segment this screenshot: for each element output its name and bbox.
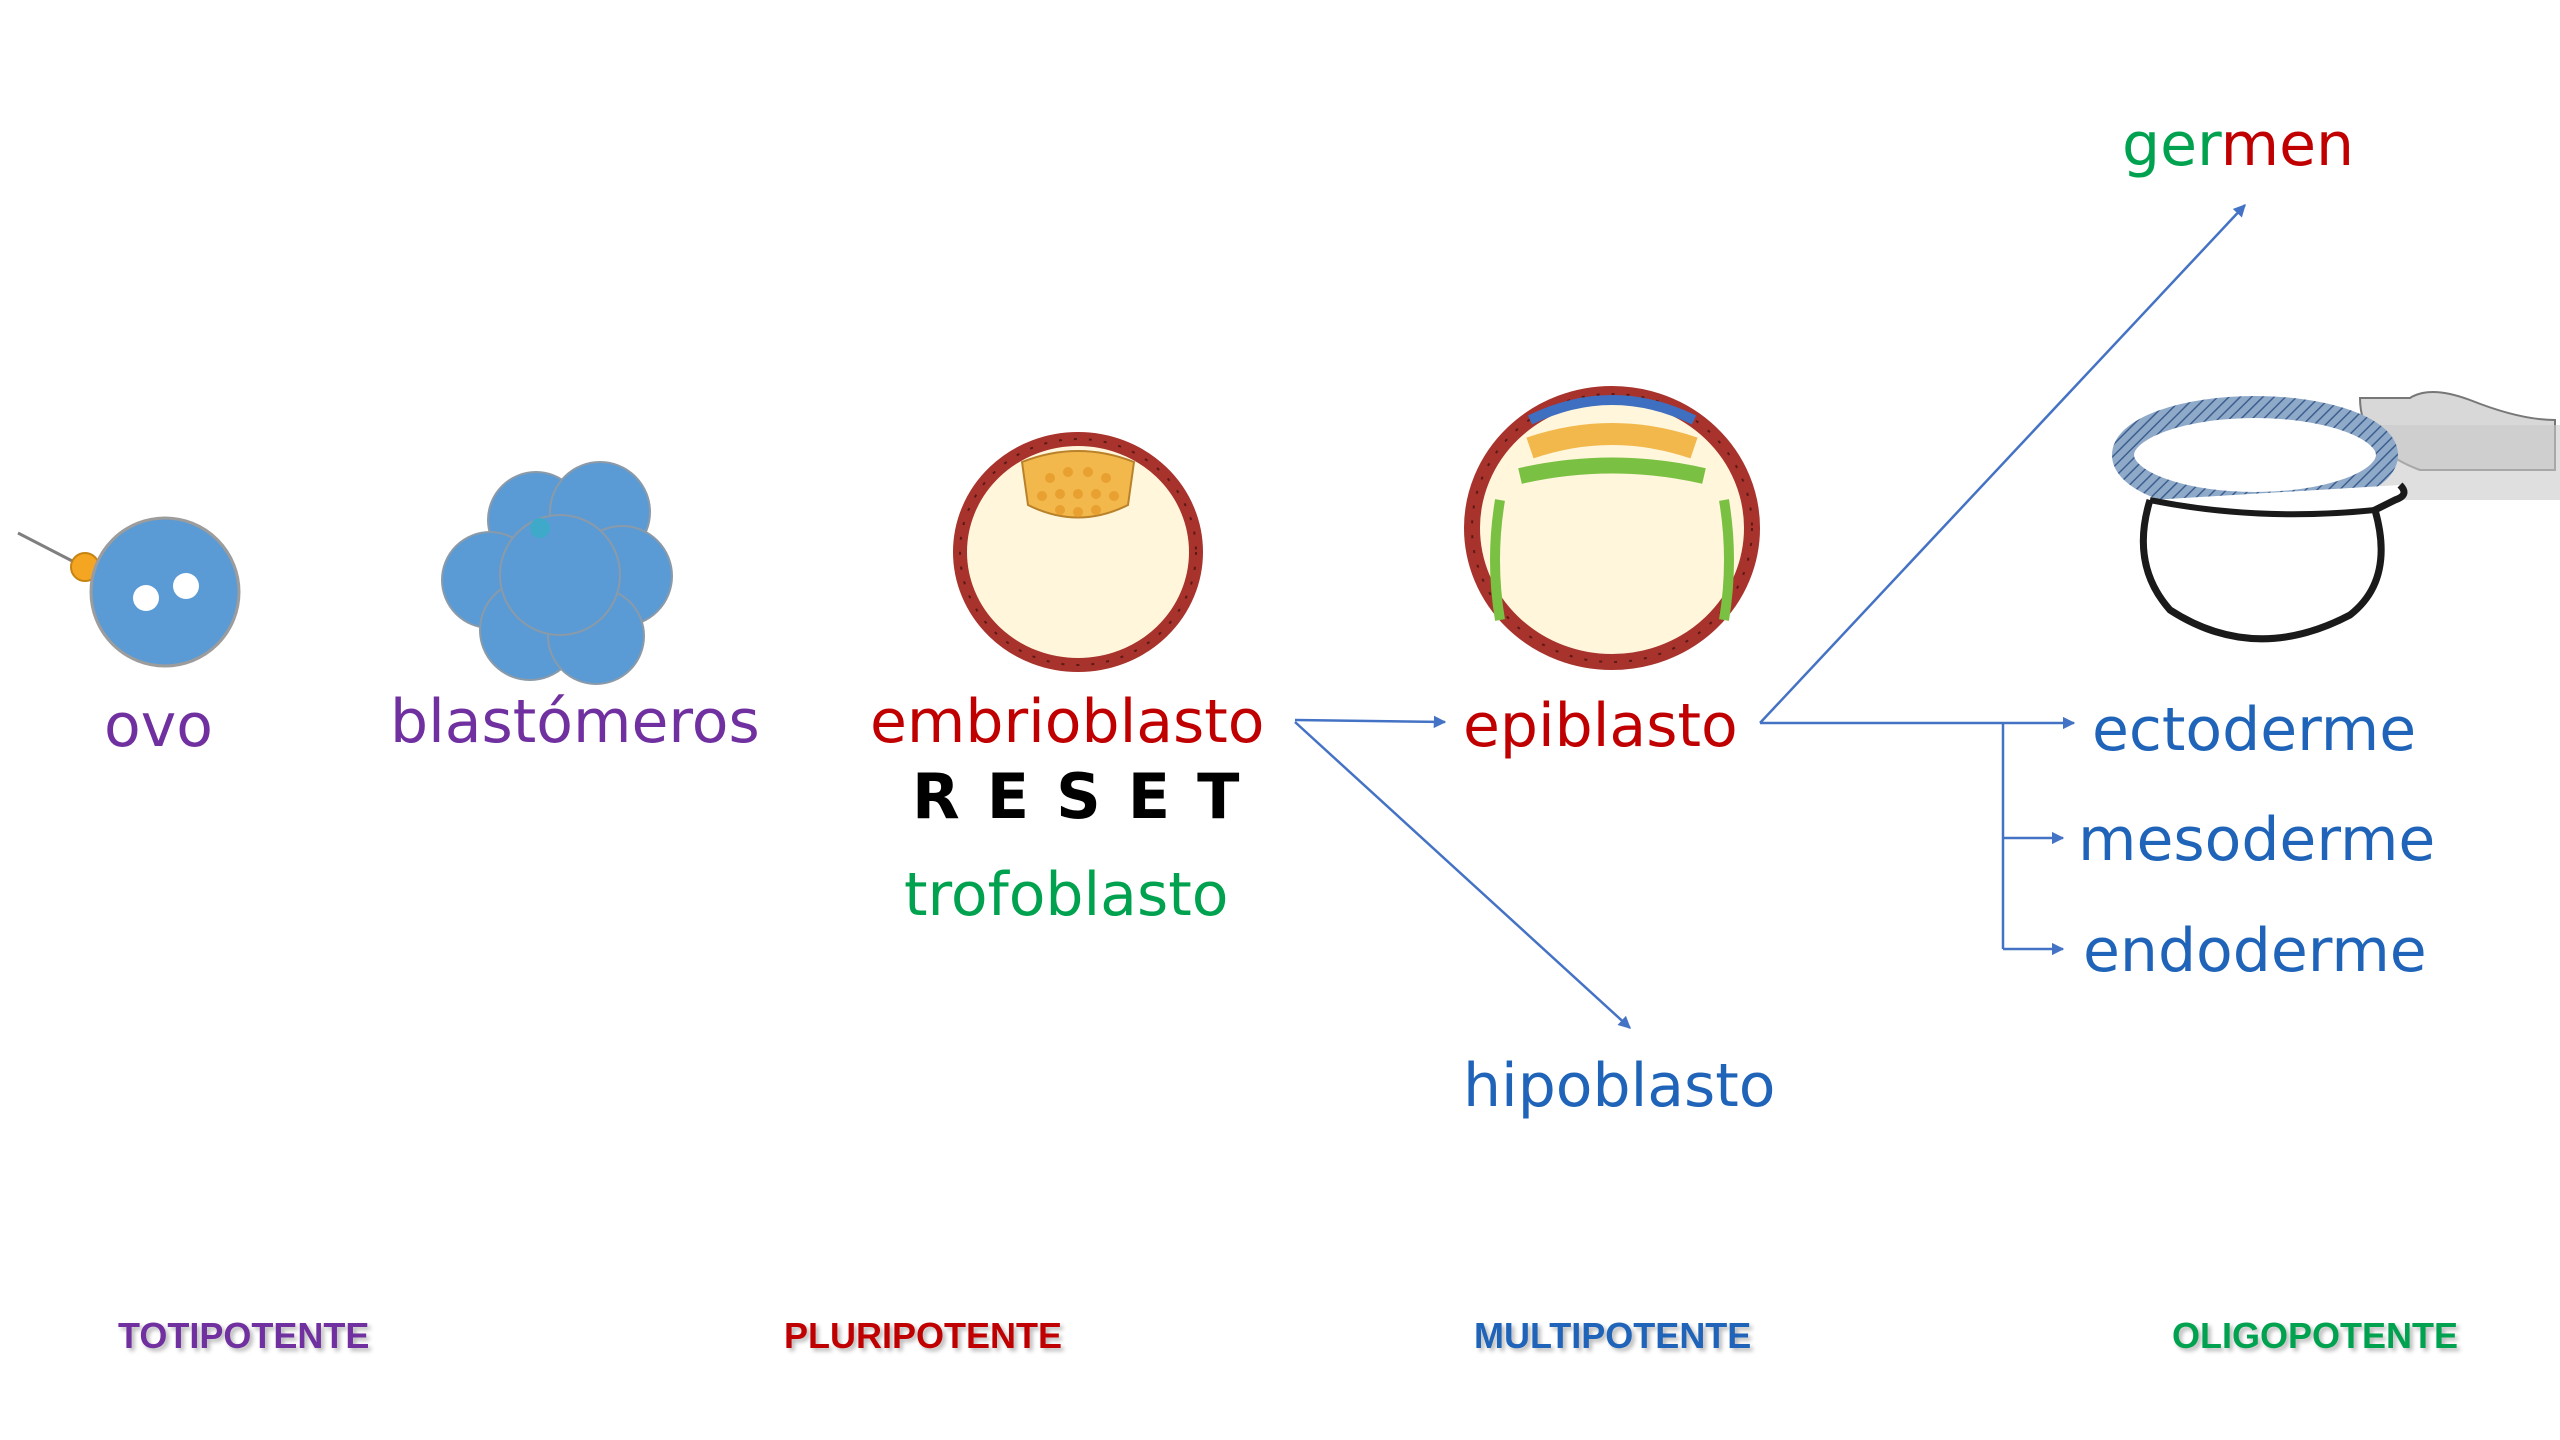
lineage-arrows xyxy=(1294,204,2246,1029)
label-hipoblasto: hipoblasto xyxy=(1463,1051,1776,1121)
label-embrioblasto: embrioblasto xyxy=(870,687,1265,757)
arrow-epiblasto-to-germen xyxy=(1759,204,2246,724)
label-germen: germen xyxy=(2122,115,2354,175)
label-ovo: ovo xyxy=(104,691,213,761)
label-blastomeros: blastómeros xyxy=(390,687,760,757)
arrow-embrioblasto-to-epiblasto xyxy=(1294,715,1447,729)
potency-multipotente: MULTIPOTENTE xyxy=(1474,1315,1752,1356)
gastrula-section-icon xyxy=(2112,390,2560,643)
label-mesoderme: mesoderme xyxy=(2078,805,2436,875)
label-germen-part1: ger xyxy=(2122,110,2221,180)
label-germen-part2: men xyxy=(2220,110,2355,180)
morula-icon xyxy=(441,461,673,685)
label-endoderme: endoderme xyxy=(2083,916,2427,986)
bilaminar-embryo-icon xyxy=(1464,386,1760,670)
blastocyst-icon xyxy=(953,432,1203,672)
egg-cell-icon xyxy=(17,516,241,668)
potency-oligopotente: OLIGOPOTENTE xyxy=(2172,1315,2459,1356)
potency-pluripotente: PLURIPOTENTE xyxy=(784,1315,1063,1356)
label-ectoderme: ectoderme xyxy=(2092,695,2417,765)
potency-totipotente: TOTIPOTENTE xyxy=(118,1315,370,1356)
label-trofoblasto: trofoblasto xyxy=(904,860,1229,930)
label-reset: RESET xyxy=(912,760,1267,833)
arrow-embrioblasto-to-hipoblasto xyxy=(1294,721,1631,1029)
label-epiblasto: epiblasto xyxy=(1463,691,1738,761)
